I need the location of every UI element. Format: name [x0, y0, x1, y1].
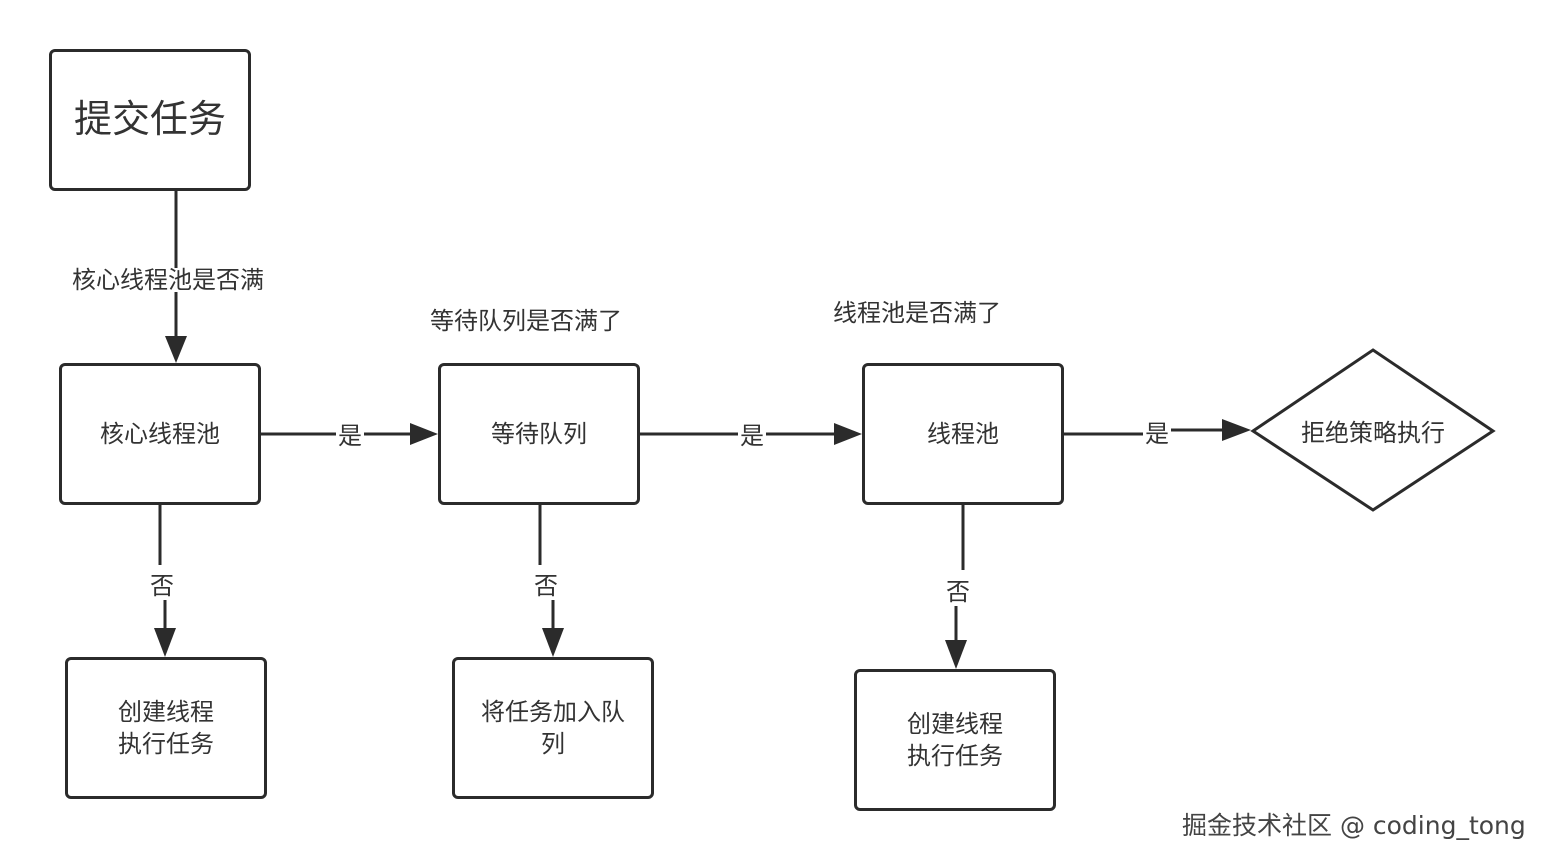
node-create-thread-2: 创建线程 执行任务 [854, 669, 1056, 811]
node-thread-pool: 线程池 [862, 363, 1064, 505]
arrowhead-create1 [154, 628, 176, 657]
watermark: 掘金技术社区 @ coding_tong [1182, 811, 1526, 840]
label-queue-full: 等待队列是否满了 [430, 307, 622, 335]
node-enqueue-task: 将任务加入队 列 [452, 657, 654, 799]
arrowhead-queue [410, 423, 438, 445]
label-core-pool-full: 核心线程池是否满 [72, 266, 264, 294]
label-no-core: 否 [150, 572, 174, 600]
arrowhead-pool [834, 423, 862, 445]
label-no-pool: 否 [946, 578, 970, 606]
node-submit-task: 提交任务 [49, 49, 251, 191]
arrowhead-enqueue [542, 628, 564, 657]
reject-diamond-shape [1250, 348, 1496, 512]
node-core-thread-pool: 核心线程池 [59, 363, 261, 505]
label-yes-pool: 是 [1143, 420, 1171, 448]
arrowhead-core [165, 336, 187, 363]
node-reject-policy: 拒绝策略执行 [1301, 418, 1445, 447]
label-no-queue: 否 [534, 572, 558, 600]
arrowhead-create2 [945, 640, 967, 669]
label-yes-queue: 是 [738, 422, 766, 450]
arrowhead-reject [1222, 419, 1251, 441]
label-yes-core: 是 [336, 422, 364, 450]
node-create-thread-1: 创建线程 执行任务 [65, 657, 267, 799]
label-pool-full: 线程池是否满了 [833, 299, 1001, 327]
node-wait-queue: 等待队列 [438, 363, 640, 505]
